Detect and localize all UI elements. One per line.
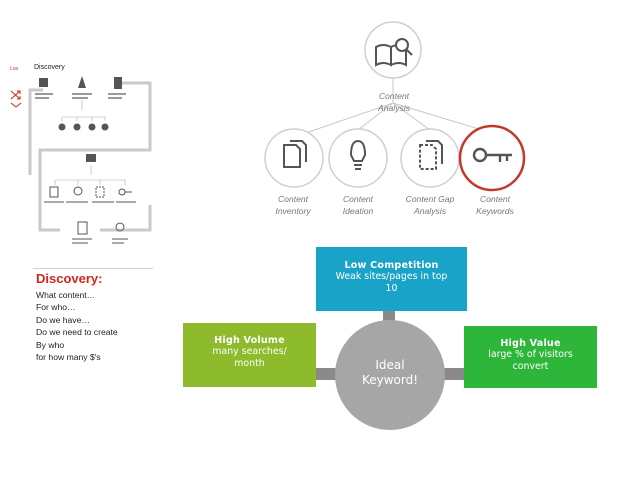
child-label-line: Content (277, 194, 309, 204)
center-line: Keyword! (361, 373, 419, 387)
keywords-label: Content Keywords (460, 193, 530, 217)
discovery-line: What content… (36, 290, 96, 300)
discovery-line: By who (36, 339, 65, 350)
child-label-line: Ideation (342, 206, 374, 216)
people-icons (58, 123, 109, 131)
root-node-circle (364, 21, 422, 79)
collapse-icon (10, 102, 22, 108)
child-label-line: Analysis (414, 206, 446, 216)
flow-mid-icons (49, 186, 132, 198)
high-volume-heading: High Volume (214, 335, 285, 346)
analysis-node-icon (86, 154, 96, 162)
funnel-icon (78, 76, 86, 88)
child-label-line: Content Gap (405, 194, 455, 204)
flow-thumbnail (10, 76, 152, 244)
keyword-diagram-graphics (314, 303, 466, 430)
child-label-line: Inventory (275, 206, 311, 216)
ideation-node-circle (328, 128, 388, 188)
flag-icon (39, 78, 48, 87)
book-search-icon (375, 38, 413, 67)
ideal-keyword-circle (335, 320, 445, 430)
high-value-line: large % of visitors (488, 349, 573, 360)
documents-icon (283, 140, 307, 168)
inventory-label: Content Inventory (258, 193, 328, 217)
low-competition-box: Low Competition Weak sites/pages in top … (316, 247, 467, 311)
lightbulb-icon (349, 139, 367, 170)
root-label-line: Analysis (378, 103, 410, 113)
flow-top-icons (39, 76, 122, 89)
gap-node-circle (400, 128, 460, 188)
discovery-panel (33, 268, 153, 377)
discovery-title: Discovery: (36, 271, 103, 286)
discovery-line: Do we need to create (36, 327, 118, 338)
flow-top-labels (35, 93, 126, 99)
discovery-line: Do we have… (36, 314, 90, 325)
gap-analysis-label: Content Gap Analysis (392, 193, 468, 217)
high-value-line: convert (512, 361, 549, 372)
high-value-box: High Value large % of visitors convert (464, 326, 597, 388)
dashed-document-icon (419, 140, 443, 170)
high-value-heading: High Value (500, 338, 561, 349)
high-volume-line: many searches/ (212, 346, 287, 357)
document-icon (114, 77, 122, 89)
shuffle-icon (10, 90, 21, 100)
low-competition-heading: Low Competition (344, 260, 439, 271)
discovery-line: for how many $'s (36, 352, 101, 363)
content-analysis-tree (264, 21, 526, 192)
ideal-keyword-text: Ideal Keyword! (343, 358, 437, 388)
flow-thumbnail-title: Discovery (34, 64, 65, 71)
child-label-line: Keywords (476, 206, 514, 216)
flow-bottom-icons (77, 221, 125, 235)
inventory-node-circle (264, 128, 324, 188)
tree-connectors (293, 77, 493, 138)
high-volume-line: month (234, 358, 265, 369)
key-icon (472, 147, 512, 163)
discovery-line: For who… (36, 302, 76, 313)
keywords-node-circle (458, 124, 526, 192)
discovery-list: What content… For who… Do we have… Do we… (36, 289, 118, 363)
child-label-line: Content (342, 194, 374, 204)
root-label-line: Content (378, 91, 410, 101)
low-competition-line: 10 (385, 283, 398, 294)
low-competition-line: Weak sites/pages in top (335, 271, 448, 282)
root-node-label: Content Analysis (364, 90, 424, 114)
ideation-label: Content Ideation (323, 193, 393, 217)
child-label-line: Content (479, 194, 511, 204)
center-line: Ideal (375, 358, 405, 372)
flow-thumbnail-tag: Loo (10, 66, 19, 72)
high-volume-box: High Volume many searches/ month (183, 323, 316, 387)
